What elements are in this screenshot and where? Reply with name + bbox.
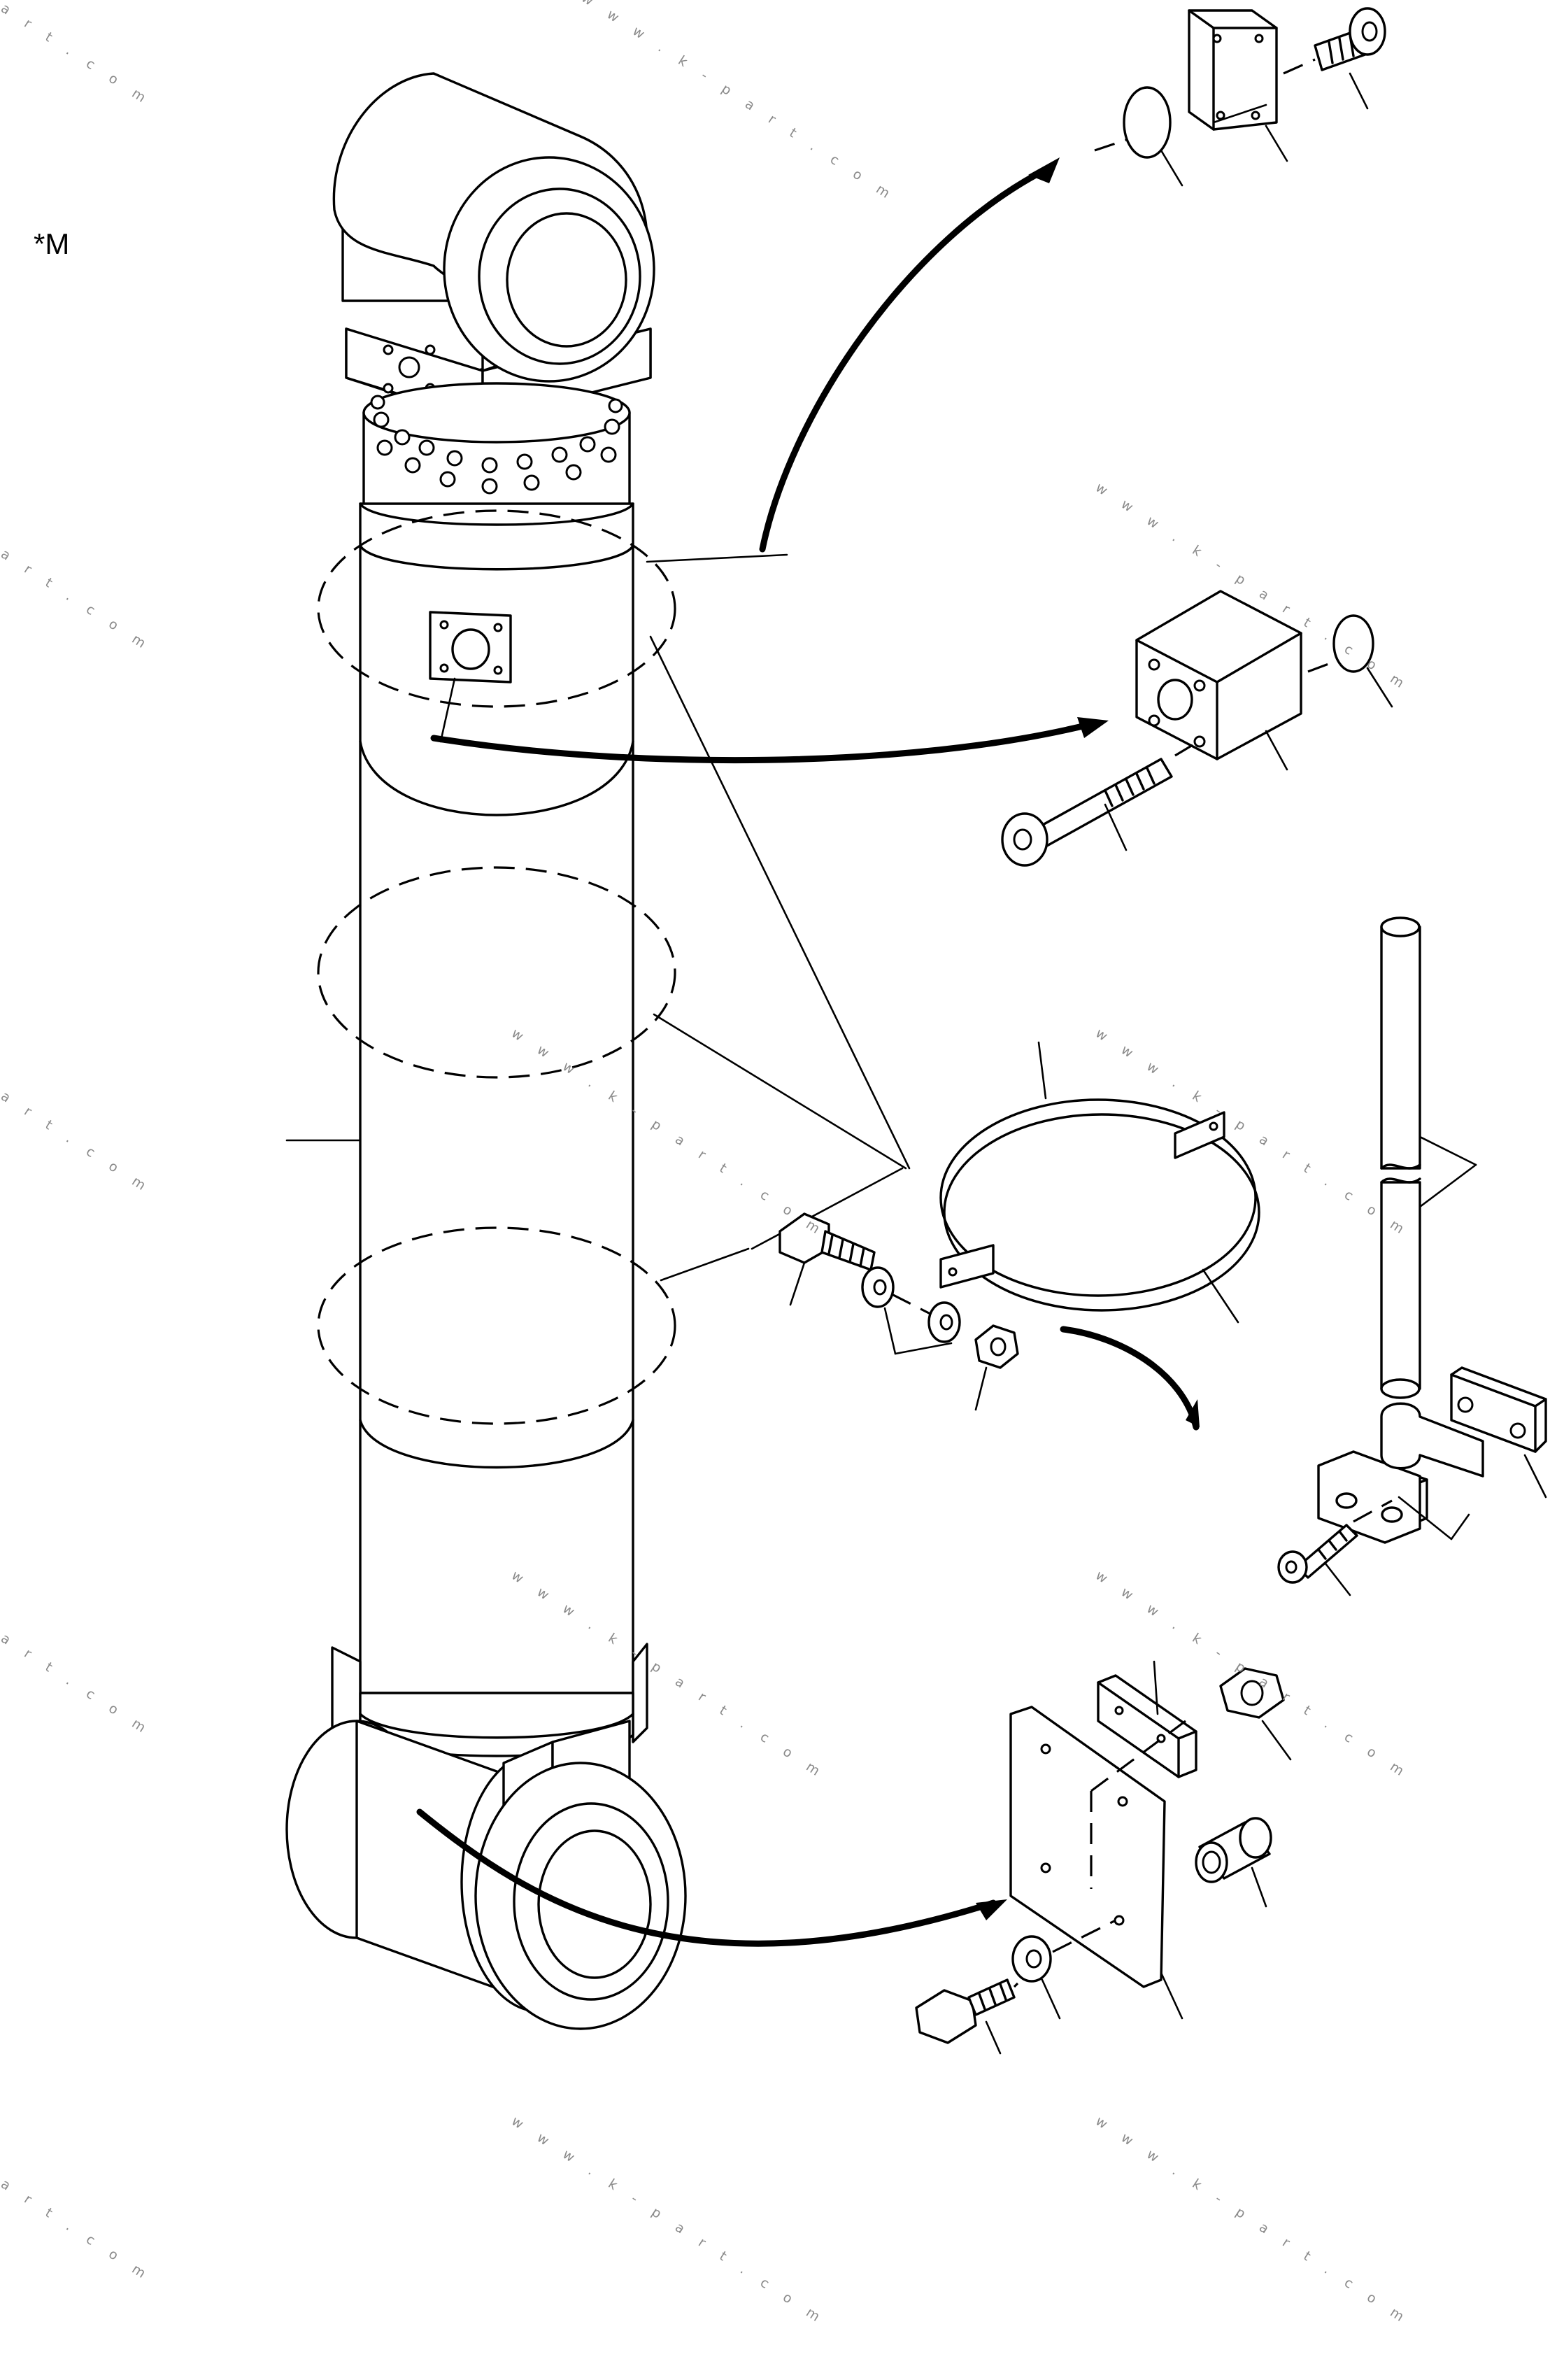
o-ring-top — [1123, 86, 1172, 159]
hex-bolt-clamp — [778, 1212, 876, 1271]
watermark-text: a r t . c o m — [0, 2176, 155, 2286]
watermark-text: w w w . k - p a r t . c o m — [1093, 2113, 1413, 2329]
callout-lines — [416, 157, 1200, 1947]
variant-mark: *M — [34, 227, 69, 260]
watermarks: w w w . k - p a r t . c o m w w w . k - … — [0, 0, 1413, 2329]
flange-plate-detail — [1094, 7, 1386, 187]
cylinder-assembly — [285, 72, 687, 2030]
watermark-text: a r t . c o m — [0, 1, 155, 110]
detail-circle-top — [317, 509, 676, 708]
watermark-text: a r t . c o m — [0, 1631, 155, 1740]
rod-eye-head — [332, 72, 655, 421]
detail-circle-middle — [317, 866, 676, 1079]
watermark-text: w w w . k - p a r t . c o m — [509, 2113, 829, 2329]
block-flange-detail — [1001, 590, 1393, 867]
watermark-text: a r t . c o m — [0, 546, 155, 656]
barrel-port-pad — [429, 611, 512, 683]
hex-bolt-bottom — [915, 1978, 1016, 2044]
long-socket-bolt — [1001, 758, 1173, 867]
hex-nut-bottom — [1219, 1667, 1285, 1719]
detail-circle-lower — [317, 1226, 676, 1425]
cylinder-bottom — [285, 1643, 687, 2030]
o-ring-second — [1332, 614, 1374, 673]
spacer-bushing — [1195, 1817, 1272, 1883]
clamp-band-detail — [778, 1041, 1260, 1411]
watermark-text: a r t . c o m — [0, 1089, 155, 1198]
cover-plate-detail — [915, 1660, 1292, 2055]
socket-bolt-pipe-clamp — [1277, 1524, 1358, 1584]
pipe-clamp-detail — [1277, 916, 1547, 1596]
cylinder-barrel — [285, 502, 634, 1694]
watermark-text: w w w . k - p a r t . c o m — [1093, 1026, 1413, 1241]
socket-bolt-top — [1314, 7, 1386, 71]
